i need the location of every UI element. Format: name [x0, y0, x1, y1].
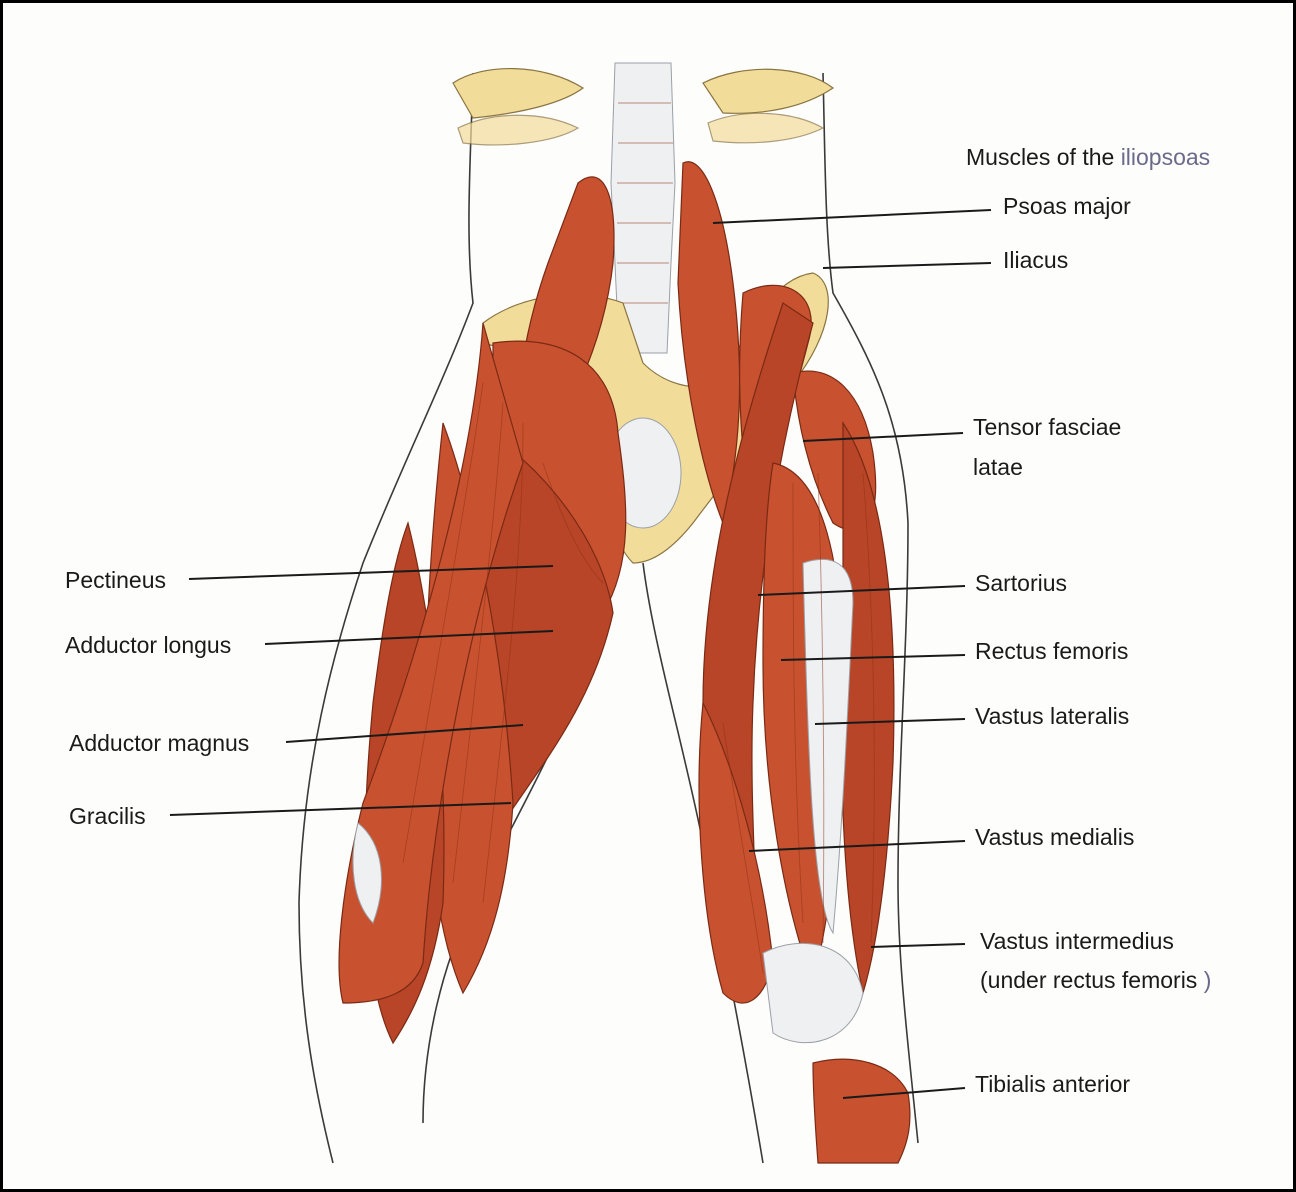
- label-iliacus: Iliacus: [1003, 247, 1068, 273]
- patella: [763, 943, 863, 1042]
- leader-vastus-intermedius: [871, 944, 965, 947]
- leader-psoas-major: [713, 210, 991, 223]
- left-thigh-muscles: [339, 177, 626, 1043]
- label-vastus-lateralis: Vastus lateralis: [975, 703, 1129, 729]
- label-tensor-fasciae-latae-line1: Tensor fasciae: [973, 414, 1121, 440]
- tibialis-anterior-shape: [813, 1059, 910, 1163]
- label-psoas-major: Psoas major: [1003, 193, 1131, 219]
- label-pectineus: Pectineus: [65, 567, 166, 593]
- label-rectus-femoris: Rectus femoris: [975, 638, 1128, 664]
- label-muscles-of-the-iliopsoas: Muscles of the iliopsoas: [966, 144, 1210, 170]
- label-tibialis-anterior: Tibialis anterior: [975, 1071, 1130, 1097]
- label-tensor-fasciae-latae-line2: latae: [973, 454, 1023, 480]
- label-gracilis: Gracilis: [69, 803, 146, 829]
- label-adductor-magnus: Adductor magnus: [69, 730, 249, 756]
- right-thigh-muscles: [678, 162, 910, 1163]
- label-adductor-longus: Adductor longus: [65, 632, 231, 658]
- leader-iliacus: [823, 263, 991, 268]
- label-vastus-medialis: Vastus medialis: [975, 824, 1134, 850]
- vastus-lateralis-shape: [841, 423, 894, 993]
- thigh-muscles-diagram: Muscles of the iliopsoas Psoas major Ili…: [3, 3, 1293, 1189]
- label-vastus-intermedius-line1: Vastus intermedius: [980, 928, 1174, 954]
- label-sartorius: Sartorius: [975, 570, 1067, 596]
- label-vastus-intermedius-line2: (under rectus femoris ): [980, 967, 1211, 993]
